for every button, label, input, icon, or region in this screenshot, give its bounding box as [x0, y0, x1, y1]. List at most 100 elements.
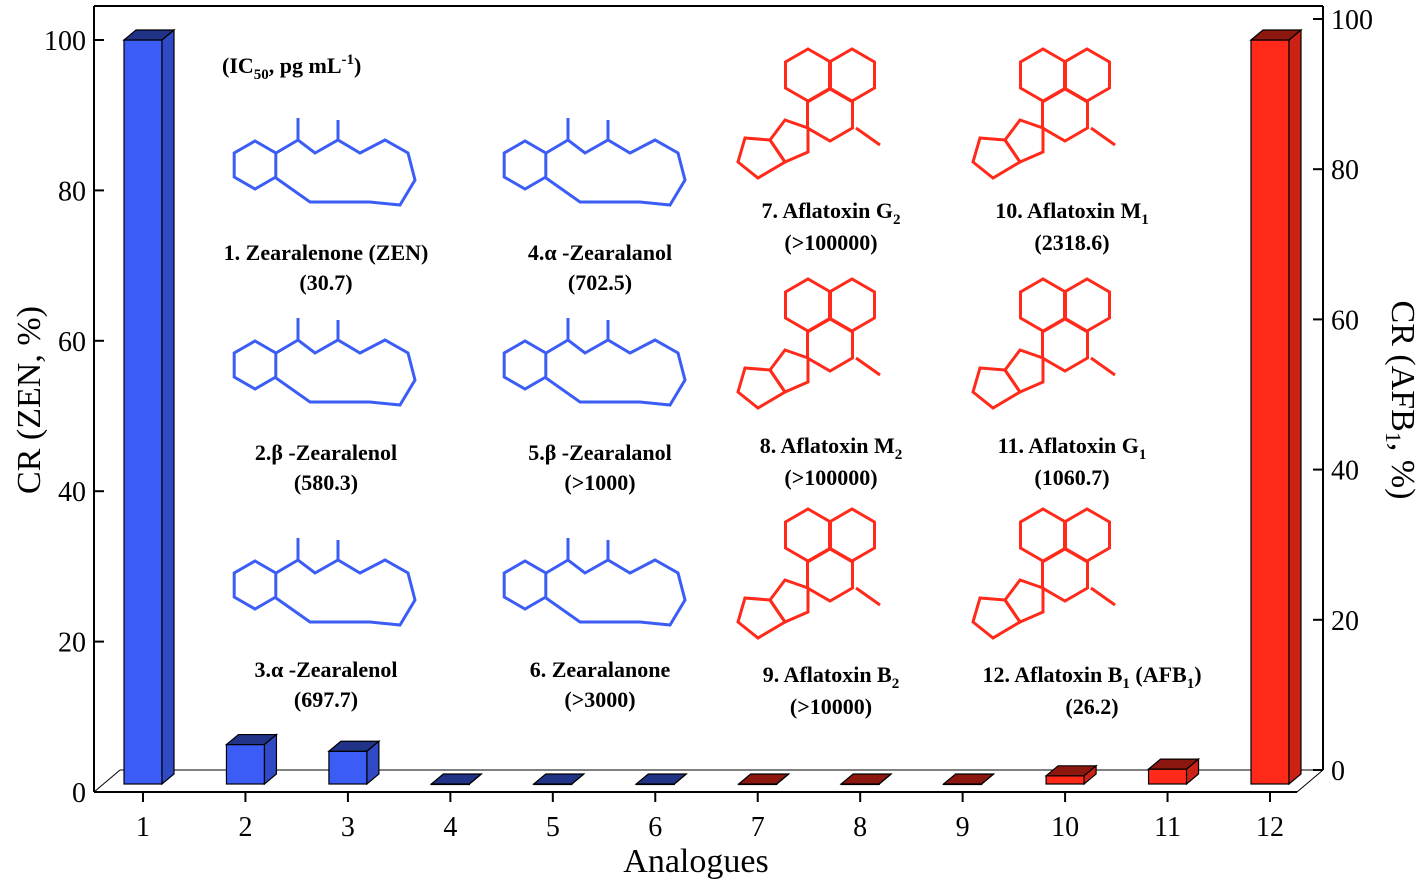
bar-side: [1185, 757, 1200, 786]
compound-label-2: 2.β -Zearalenol: [255, 440, 397, 465]
compound-label-10: 10. Aflatoxin M1: [995, 198, 1149, 228]
x-tick-label: 4: [443, 812, 457, 843]
compound-ic50-11: (1060.7): [1034, 465, 1109, 490]
x-tick-label: 7: [751, 812, 765, 843]
compound-ic50-1: (30.7): [299, 270, 352, 295]
compound-ic50-6: (>3000): [564, 687, 635, 712]
structure-aflatoxin-m1: [971, 47, 1116, 180]
bar-3: [327, 739, 381, 786]
bar-top: [737, 773, 791, 785]
x-tick-label: 10: [1051, 812, 1079, 843]
bar-front: [328, 750, 368, 785]
bar-11: [1146, 757, 1201, 786]
bar-side: [673, 773, 687, 785]
bar-side: [1288, 28, 1302, 786]
compound-label-11: 11. Aflatoxin G1: [998, 433, 1147, 463]
x-tick-label: 9: [956, 812, 970, 843]
right-tick-label: 40: [1331, 456, 1359, 487]
compound-ic50-7: (>100000): [784, 230, 877, 255]
left-tick-label: 40: [58, 477, 86, 508]
bar-side: [468, 773, 482, 785]
right-y-axis-title: CR (AFB1, %): [1381, 301, 1418, 500]
structures: [232, 47, 1116, 640]
compound-label-1: 1. Zearalenone (ZEN): [224, 240, 429, 265]
x-tick-label: 12: [1256, 812, 1284, 843]
bar-4: [429, 773, 484, 786]
structure-aflatoxin-b1: [971, 507, 1116, 640]
bar-8: [839, 773, 893, 786]
bar-top: [839, 773, 893, 785]
structure-aflatoxin-g1: [971, 277, 1116, 410]
left-tick-label: 20: [58, 628, 86, 659]
structure-aflatoxin-b2: [736, 507, 881, 640]
compound-ic50-12: (26.2): [1065, 694, 1118, 719]
compound-label-4: 4.α -Zearalanol: [528, 240, 672, 265]
structure-aflatoxin-g2: [736, 47, 881, 180]
bar-10: [1044, 764, 1098, 786]
left-tick-label: 100: [44, 26, 86, 57]
compound-label-3: 3.α -Zearalenol: [254, 657, 397, 682]
structure-zearalanone: [502, 538, 687, 627]
ic50-header: (IC50, pg mL-1): [222, 52, 361, 83]
compound-ic50-8: (>100000): [784, 465, 877, 490]
bar-2: [224, 733, 279, 786]
compound-label-7: 7. Aflatoxin G2: [762, 198, 901, 228]
right-tick-label: 80: [1331, 155, 1359, 186]
compound-ic50-3: (697.7): [294, 687, 358, 712]
structure-alpha-zearalenol: [232, 538, 417, 627]
compound-ic50-10: (2318.6): [1034, 230, 1109, 255]
bar-top: [634, 773, 688, 785]
bar-5: [532, 773, 586, 786]
bar-side: [161, 28, 175, 786]
bar-side: [571, 773, 585, 785]
compound-label-5: 5.β -Zearalanol: [528, 440, 672, 465]
bar-front: [1045, 775, 1085, 785]
floor-right-edge: [1296, 769, 1324, 793]
bar-side: [263, 733, 278, 786]
structure-alpha-zearalanol: [502, 118, 687, 207]
bar-side: [1083, 764, 1097, 786]
x-tick-label: 5: [546, 812, 560, 843]
left-tick-label: 60: [58, 327, 86, 358]
compound-label-8: 8. Aflatoxin M2: [760, 433, 903, 463]
bar-top: [429, 773, 484, 785]
bar-side: [776, 773, 790, 785]
bar-side: [366, 739, 380, 786]
structure-beta-zearalenol: [232, 318, 417, 407]
structure-zen: [232, 118, 417, 207]
x-tick-label: 6: [648, 812, 662, 843]
bar-1: [122, 28, 176, 786]
bar-12: [1249, 28, 1303, 786]
compound-labels: 1. Zearalenone (ZEN) (30.7) 2.β -Zearale…: [224, 198, 1202, 719]
bar-top: [941, 773, 996, 785]
compound-label-9: 9. Aflatoxin B2: [763, 662, 899, 692]
bar-front: [1250, 39, 1290, 785]
axes: [93, 5, 1324, 793]
compound-label-6: 6. Zearalanone: [530, 657, 671, 682]
x-tick-label: 8: [853, 812, 867, 843]
structure-beta-zearalanol: [502, 318, 687, 407]
bar-7: [737, 773, 791, 786]
right-tick-label: 0: [1331, 756, 1345, 787]
right-tick-label: 60: [1331, 305, 1359, 336]
bar-side: [981, 773, 995, 785]
bar-6: [634, 773, 688, 786]
bar-top: [532, 773, 586, 785]
bar-side: [878, 773, 892, 785]
compound-label-12: 12. Aflatoxin B1 (AFB1): [982, 662, 1201, 692]
bar-9: [941, 773, 996, 786]
x-tick-label: 3: [341, 812, 355, 843]
bar-front: [123, 39, 163, 785]
floor-left-edge: [93, 769, 121, 793]
structure-aflatoxin-m2: [736, 277, 881, 410]
x-tick-label: 11: [1154, 812, 1181, 843]
left-y-axis-title: CR (ZEN, %): [11, 306, 48, 494]
compound-ic50-9: (>10000): [790, 694, 872, 719]
x-tick-label: 2: [238, 812, 252, 843]
bar-front: [225, 743, 266, 785]
compound-ic50-2: (580.3): [294, 470, 358, 495]
